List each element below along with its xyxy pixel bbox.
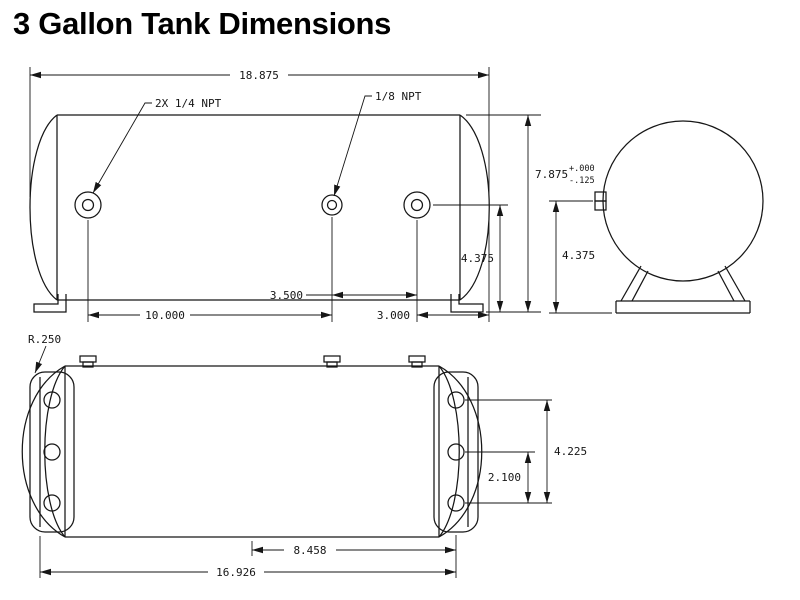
tank-right-endcap — [459, 114, 490, 301]
dim-right-port-to-end: 3.000 — [377, 309, 410, 322]
dim-overall-length: 18.875 — [239, 69, 279, 82]
side-view: 18.875 2X 1/4 NPT 1/8 NPT 7.875 +.000 -.… — [29, 67, 595, 322]
port-right-outer — [403, 191, 431, 219]
port-tab-cap — [79, 355, 97, 363]
port-tab-cap — [323, 355, 341, 363]
bottom-view: R.250 4.225 2.100 8.458 16.926 — [21, 333, 587, 579]
bottom-view-port-tabs — [79, 355, 426, 368]
page-title: 3 Gallon Tank Dimensions — [13, 6, 392, 41]
dim-hole-offset: 2.100 — [488, 471, 521, 484]
port-left-inner — [81, 198, 95, 212]
side-view-ports — [74, 191, 431, 219]
bottom-view-outline — [21, 365, 483, 538]
right-foot-bracket — [450, 294, 484, 313]
dim-bracket-span: 16.926 — [216, 566, 256, 579]
dim-overall-height-tol-upper: +.000 — [569, 164, 595, 174]
port-boss-upper — [594, 191, 607, 202]
port-tab-stem — [326, 361, 338, 368]
dim-center-to-bracket: 8.458 — [293, 544, 326, 557]
dim-hole-span: 4.225 — [554, 445, 587, 458]
end-view-outline — [594, 120, 764, 314]
dim-overall-height: 7.875 — [535, 168, 568, 181]
end-view: 4.375 — [549, 120, 764, 314]
dim-left-to-mid-port: 10.000 — [145, 309, 185, 322]
right-bracket-hole-mid — [447, 443, 465, 461]
port-right-inner — [410, 198, 424, 212]
leader-line — [333, 95, 372, 197]
left-foot-bracket — [33, 294, 67, 313]
port-mid-outer — [321, 194, 343, 216]
end-view-dimensions: 4.375 — [549, 200, 612, 314]
endcap-right-inner-arc — [438, 365, 460, 538]
left-bracket-hole-top — [43, 391, 61, 409]
callout-corner-radius: R.250 — [28, 333, 61, 346]
side-view-tank-outline — [29, 114, 490, 301]
leader-line — [34, 345, 47, 374]
bottom-view-brackets — [29, 371, 479, 533]
port-tab-cap — [408, 355, 426, 363]
side-view-dimensions: 18.875 2X 1/4 NPT 1/8 NPT 7.875 +.000 -.… — [29, 67, 595, 322]
endcap-left-outer-arc — [21, 365, 66, 538]
endcap-right-outer-arc — [438, 365, 483, 538]
dim-mid-to-right-port: 3.500 — [270, 289, 303, 302]
bottom-view-dimensions: R.250 4.225 2.100 8.458 16.926 — [28, 333, 587, 579]
port-mid-inner — [326, 199, 338, 211]
port-left-outer — [74, 191, 102, 219]
callout-quarter-npt: 2X 1/4 NPT — [155, 97, 222, 110]
tank-left-endcap — [29, 114, 58, 301]
left-bracket-hole-bottom — [43, 494, 61, 512]
dim-centerline-to-base-end-view: 4.375 — [562, 249, 595, 262]
port-tab-stem — [411, 361, 423, 368]
leg-right-inner — [717, 270, 735, 302]
callout-eighth-npt: 1/8 NPT — [375, 90, 422, 103]
left-bracket-hole-mid — [43, 443, 61, 461]
side-view-feet — [33, 294, 484, 313]
leg-left-outer — [620, 265, 642, 302]
port-tab-stem — [82, 361, 94, 368]
dim-overall-height-tol-lower: -.125 — [569, 176, 595, 186]
leg-left-inner — [631, 270, 649, 302]
right-bracket-hole-top — [447, 391, 465, 409]
port-boss-lower — [594, 200, 607, 211]
leg-right-outer — [724, 265, 746, 302]
tank-end-circle — [602, 120, 764, 282]
right-bracket-hole-bottom — [447, 494, 465, 512]
dim-centerline-to-base: 4.375 — [461, 252, 494, 265]
left-mounting-bracket — [29, 371, 75, 533]
endcap-left-inner-arc — [44, 365, 66, 538]
leader-line — [92, 102, 152, 194]
